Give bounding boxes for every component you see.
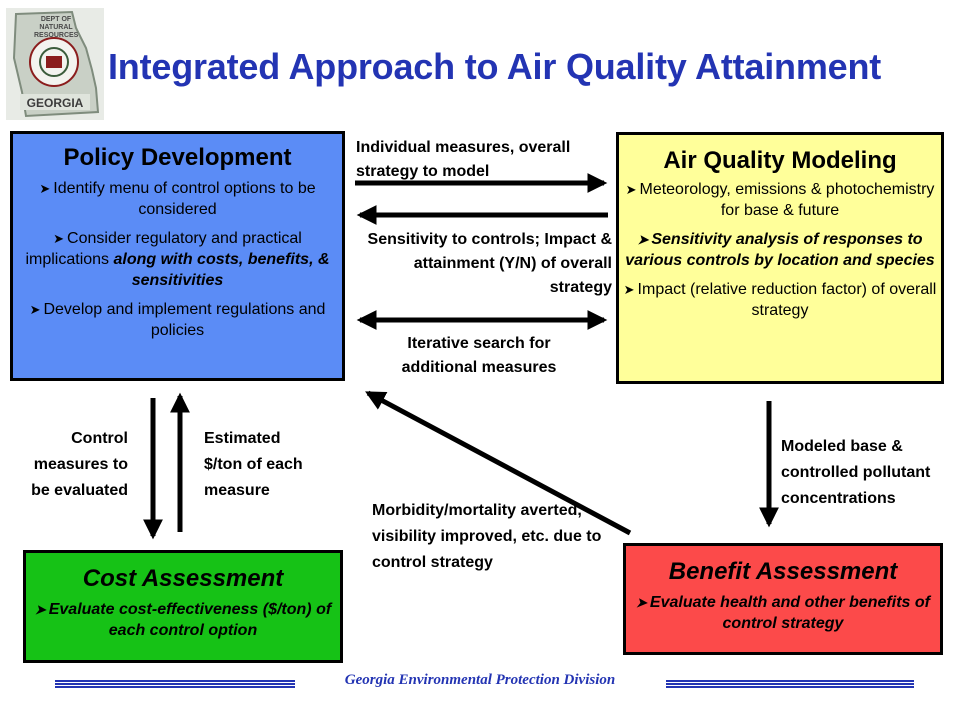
footer-text: Georgia Environmental Protection Divisio… [344,672,616,688]
cost-assessment-box: Cost Assessment ➤Evaluate cost-effective… [23,550,343,663]
label-down-to-benefit: Modeled base & controlled pollutant conc… [781,438,931,507]
cost-item-text: Evaluate cost-effectiveness ($/ton) of e… [48,601,332,639]
air-item-1: ➤Meteorology, emissions & photochemistry… [619,179,941,221]
air-item-3-text: Impact (relative reduction factor) of ov… [637,281,937,319]
air-item-3: ➤Impact (relative reduction factor) of o… [619,279,941,321]
arrow-benefit-to-policy [365,390,632,536]
cost-heading: Cost Assessment [82,565,284,592]
logo-top-text: DEPT OF NATURAL RESOURCES [34,16,79,39]
benefit-heading: Benefit Assessment [668,558,898,585]
page-title: Integrated Approach to Air Quality Attai… [108,46,882,87]
policy-item-2: ➤Consider regulatory and practical impli… [13,228,342,291]
arrow-bullet-icon: ➤ [53,231,65,246]
air-item-2-text: Sensitivity analysis of responses to var… [625,231,935,269]
georgia-epd-logo: DEPT OF NATURAL RESOURCES GEORGIA [6,8,104,120]
arrow-bullet-icon: ➤ [29,302,41,317]
logo-bottom-text: GEORGIA [26,96,84,110]
benefit-assessment-box: Benefit Assessment ➤Evaluate health and … [623,543,943,655]
label-iterative: Iterative search for additional measures [401,335,557,376]
air-quality-modeling-box: Air Quality Modeling ➤Meteorology, emiss… [616,132,944,384]
label-up-to-policy: Estimated $/ton of each measure [204,430,303,499]
label-to-policy: Sensitivity to controls; Impact & attain… [367,231,612,296]
arrow-bullet-icon: ➤ [636,595,647,610]
arrow-bullet-icon: ➤ [34,602,46,617]
benefit-item-text: Evaluate health and other benefits of co… [649,594,930,632]
benefit-item: ➤Evaluate health and other benefits of c… [626,592,940,634]
cost-item: ➤Evaluate cost-effectiveness ($/ton) of … [26,599,340,641]
arrow-bullet-icon: ➤ [39,181,51,196]
georgia-state-seal-logo [6,8,104,120]
arrow-bullet-icon: ➤ [625,182,637,197]
arrow-bullet-icon: ➤ [623,282,635,297]
air-item-2: ➤Sensitivity analysis of responses to va… [619,229,941,271]
policy-item-2-text: Consider regulatory and practical implic… [25,230,302,268]
policy-item-3-text: Develop and implement regulations and po… [43,301,326,339]
policy-development-box: Policy Development ➤Identify menu of con… [10,131,345,381]
footer-rule-left [55,680,295,688]
policy-item-1-text: Identify menu of control options to be c… [53,180,316,218]
label-to-model: Individual measures, overall strategy to… [356,139,571,180]
policy-item-3: ➤Develop and implement regulations and p… [13,299,342,341]
policy-item-1: ➤Identify menu of control options to be … [13,178,342,220]
label-down-to-cost: Control measures to be evaluated [31,430,128,499]
policy-item-2-emphasis: along with costs, benefits, & sensitivit… [113,251,330,289]
footer-rule-right [666,680,914,688]
arrow-bullet-icon: ➤ [637,232,649,247]
policy-heading: Policy Development [63,144,292,171]
air-item-1-text: Meteorology, emissions & photochemistry … [639,181,935,219]
label-benefit-to-policy: Morbidity/mortality averted, visibility … [372,502,602,571]
air-heading: Air Quality Modeling [663,147,897,174]
